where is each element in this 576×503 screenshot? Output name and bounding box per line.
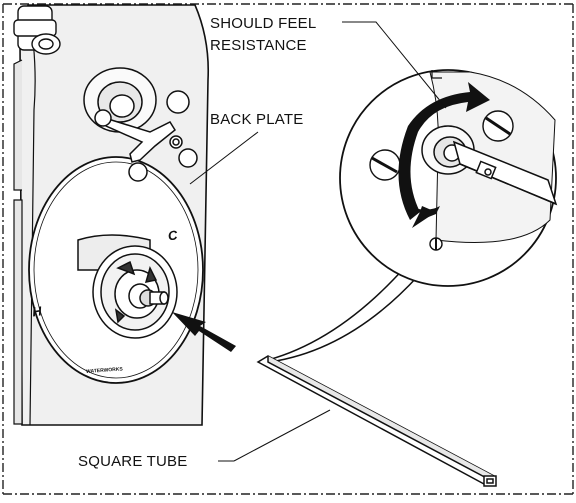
frame-border — [2, 3, 574, 495]
pipe-fitting — [13, 5, 61, 55]
hot-mark: H — [31, 303, 43, 319]
brand-mark: WATERWORKS — [86, 366, 124, 375]
resistance-label-line2: RESISTANCE — [210, 37, 307, 54]
square-tube-label: SQUARE TUBE — [78, 453, 187, 470]
tube-in-stem — [452, 140, 558, 206]
back-plate-leader — [189, 131, 259, 185]
cold-mark: C — [167, 227, 179, 243]
rotate-both-ways-arrow-icon — [398, 82, 490, 228]
detail-magnifier — [339, 69, 558, 287]
insert-arrow-icon — [172, 312, 236, 352]
cross-handle — [94, 90, 198, 182]
square-tube — [256, 355, 497, 487]
back-plate-label: BACK PLATE — [210, 111, 303, 128]
square-tube-leader-2 — [233, 409, 331, 462]
resistance-leader — [342, 21, 447, 109]
resistance-label-line1: SHOULD FEEL — [210, 15, 316, 32]
valve-cartridge — [77, 234, 178, 339]
callout-lines — [267, 265, 419, 363]
